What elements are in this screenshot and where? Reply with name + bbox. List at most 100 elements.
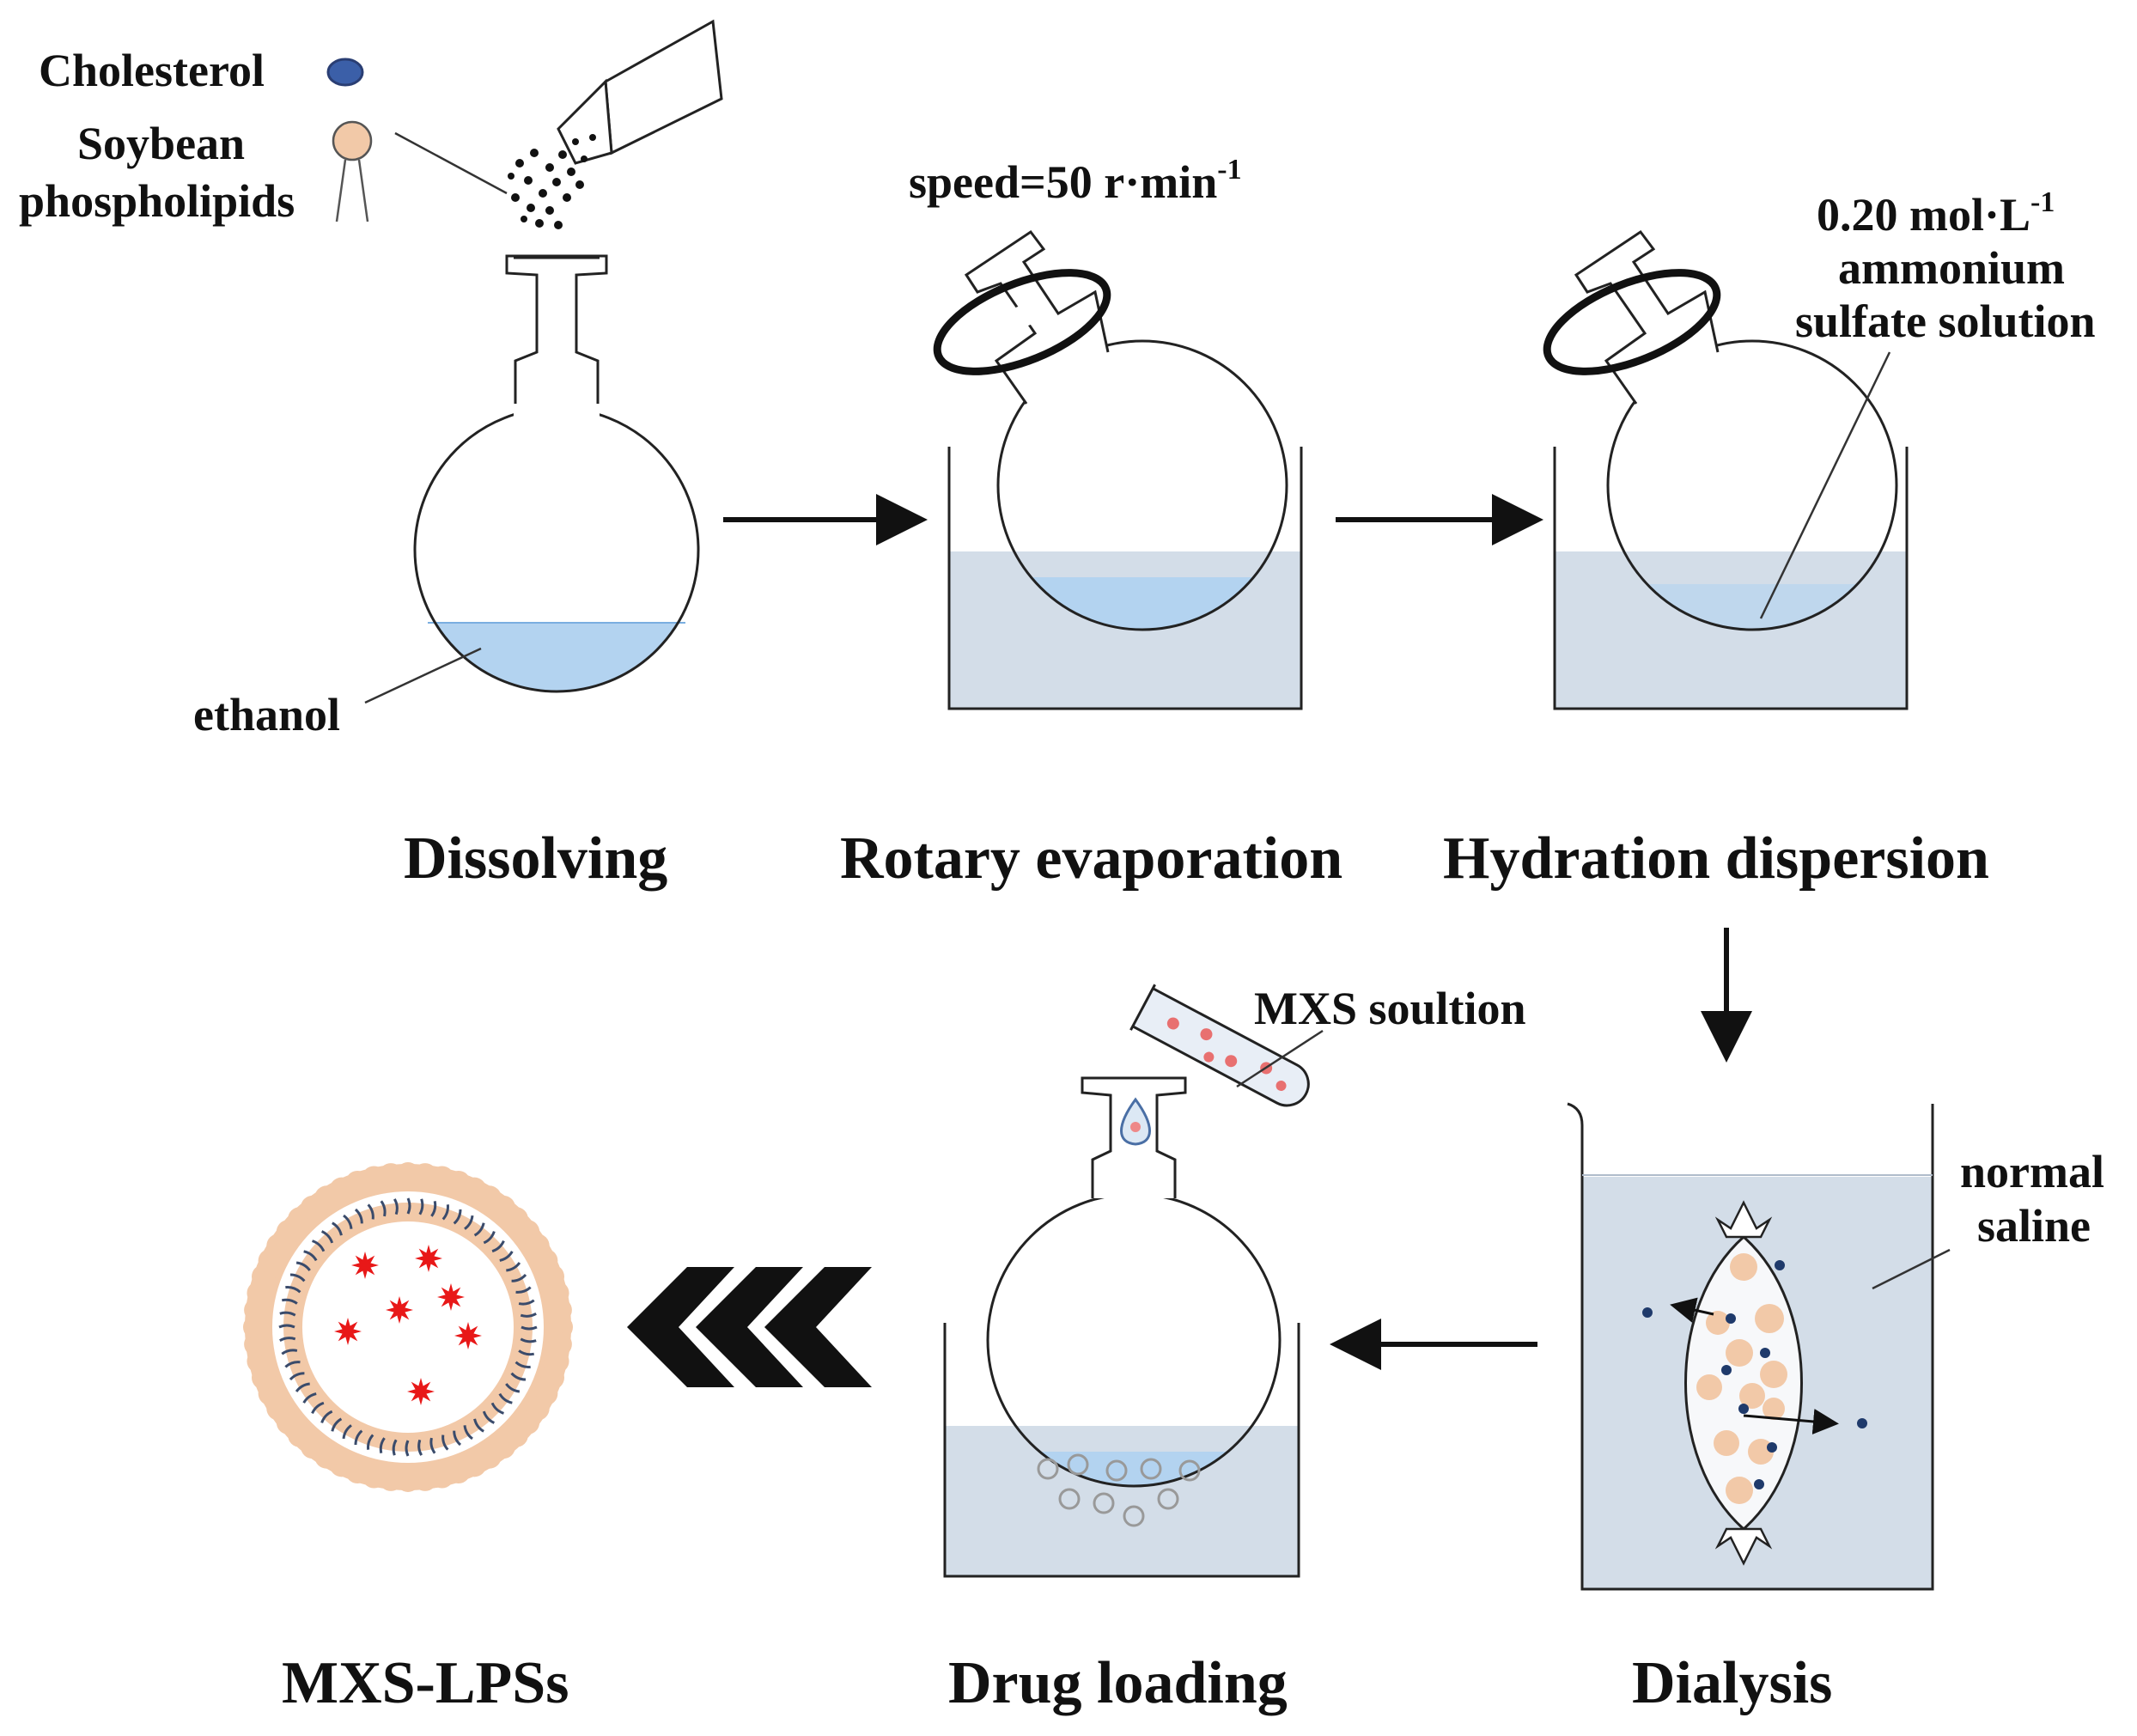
phospholipid-tail	[464, 1215, 474, 1230]
ethanol-label: ethanol	[193, 689, 340, 740]
phospholipid-tail	[520, 1312, 537, 1318]
phospholipid-tail	[441, 1204, 449, 1221]
stage-dissolving-title: Dissolving	[404, 825, 667, 892]
phospholipid-tail	[453, 1430, 462, 1447]
svg-text:ammonium: ammonium	[1838, 242, 2065, 294]
drug-molecule	[437, 1283, 465, 1311]
phospholipid-head	[396, 1162, 420, 1186]
cholesterol-label: Cholesterol	[39, 45, 265, 96]
svg-text:sulfate solution: sulfate solution	[1795, 295, 2096, 347]
phospholipid-tail	[511, 1273, 527, 1282]
phospholipid-tail	[281, 1349, 298, 1355]
phospholipid-tail	[483, 1231, 496, 1245]
phospholipid-head	[547, 1298, 572, 1323]
phospholipid-tail	[499, 1251, 514, 1262]
phospholipid-head	[244, 1331, 269, 1356]
phospholipid-tail	[406, 1197, 411, 1215]
ammonium-pointer-line	[1759, 351, 1891, 619]
phospholipid-tail	[453, 1209, 462, 1225]
phospholipid-tail	[405, 1440, 410, 1457]
stage-product-title: MXS-LPSs	[282, 1650, 569, 1716]
phospholipid-tail	[342, 1424, 352, 1440]
phospholipid-head	[396, 1468, 420, 1492]
flask-rotary	[933, 229, 1303, 710]
phospholipid-tail	[303, 1250, 318, 1262]
flask-dissolving	[413, 254, 700, 693]
drug-molecule	[351, 1252, 379, 1279]
normal-saline-label-line1: normal	[1960, 1146, 2104, 1197]
phospholipid-tail	[343, 1214, 353, 1229]
phospholipid-head	[379, 1163, 404, 1188]
phospholipid-head	[412, 1466, 437, 1491]
phospholipid-tail	[367, 1434, 374, 1450]
drug-molecule	[386, 1296, 413, 1324]
phospholipid-tail	[429, 1437, 436, 1454]
flask-hydration	[1543, 229, 1909, 710]
phospholipid-tail	[482, 1410, 496, 1424]
legend: Cholesterol Soybean phospholipids	[19, 45, 508, 227]
drug-molecule	[454, 1322, 482, 1349]
phospholipid-tail	[521, 1325, 538, 1331]
stage-dialysis-title: Dialysis	[1632, 1650, 1832, 1716]
phospholipid-tail	[514, 1361, 531, 1368]
phospholipid-tail	[331, 1417, 343, 1432]
phospholipid-tail	[281, 1298, 298, 1305]
dialysis-beaker	[1567, 1102, 1934, 1591]
drug-molecule	[334, 1318, 362, 1345]
flask-drug-loading	[943, 1076, 1300, 1578]
phospholipid-tail	[312, 1240, 326, 1252]
phospholipid-tail	[417, 1439, 423, 1456]
phospholipid-tail	[367, 1203, 374, 1220]
phospholipid-tail	[311, 1401, 325, 1415]
phospholipid-tail	[518, 1299, 535, 1306]
phospholipid-tail	[506, 1262, 521, 1272]
phospholipid-head	[549, 1315, 573, 1339]
phospholipid-tail	[380, 1200, 387, 1217]
mxs-solution-pointer-line	[1236, 1029, 1324, 1088]
phospholipid-tail	[463, 1425, 473, 1441]
phospholipid-tail	[491, 1240, 505, 1253]
phospholipid-tail	[505, 1383, 521, 1393]
phospholipid-tail	[498, 1392, 513, 1404]
phospholipid-head	[243, 1315, 267, 1339]
phospholipid-tail	[295, 1261, 311, 1271]
normal-saline-pointer-line	[1872, 1248, 1951, 1290]
phospholipid-tail	[515, 1286, 532, 1294]
soybean-label-line1: Soybean	[77, 118, 245, 169]
normal-saline-label-line2: saline	[1977, 1200, 2091, 1252]
phospholipid-tail	[354, 1208, 363, 1224]
powder-sachet-icon	[508, 19, 723, 229]
stage-hydration-title: Hydration dispersion	[1443, 825, 1989, 892]
phospholipid-tail	[518, 1349, 535, 1356]
phospholipid-tail	[289, 1372, 305, 1381]
phospholipid-tail	[520, 1337, 537, 1343]
phospholipid-tail	[490, 1402, 504, 1415]
phospholipid-tail	[279, 1311, 296, 1317]
phospholipid-tail	[441, 1434, 449, 1451]
liposome-icon	[243, 1162, 573, 1492]
soybean-label-line2: phospholipids	[19, 175, 295, 227]
mxs-solution-label: MXS soultion	[1254, 983, 1526, 1034]
phospholipid-tail	[430, 1200, 437, 1217]
phospholipid-tail	[473, 1418, 484, 1433]
ethanol-pointer-line	[364, 647, 482, 704]
phospholipid-tail	[284, 1361, 301, 1368]
phospholipid-tail	[392, 1439, 398, 1456]
cholesterol-icon	[326, 58, 364, 87]
phospholipid-icon	[332, 120, 373, 222]
phospholipid-tail	[379, 1437, 386, 1454]
drug-molecule	[407, 1378, 435, 1405]
phospholipid-tail	[354, 1429, 363, 1446]
phospholipid-tail	[393, 1198, 399, 1215]
phospholipid-tail	[279, 1337, 296, 1343]
phospholipid-tail	[295, 1382, 310, 1392]
stage-drug-loading-title: Drug loading	[948, 1650, 1288, 1716]
svg-text:0.20 mol·L-1: 0.20 mol·L-1	[1817, 186, 2055, 241]
phospholipid-tail	[320, 1410, 333, 1423]
legend-pointer-line	[394, 131, 508, 195]
phospholipid-tail	[302, 1392, 317, 1404]
phospholipid-tail	[510, 1372, 527, 1381]
speed-label: speed=50 r·min-1	[909, 154, 1242, 208]
phospholipid-tail	[418, 1198, 424, 1215]
